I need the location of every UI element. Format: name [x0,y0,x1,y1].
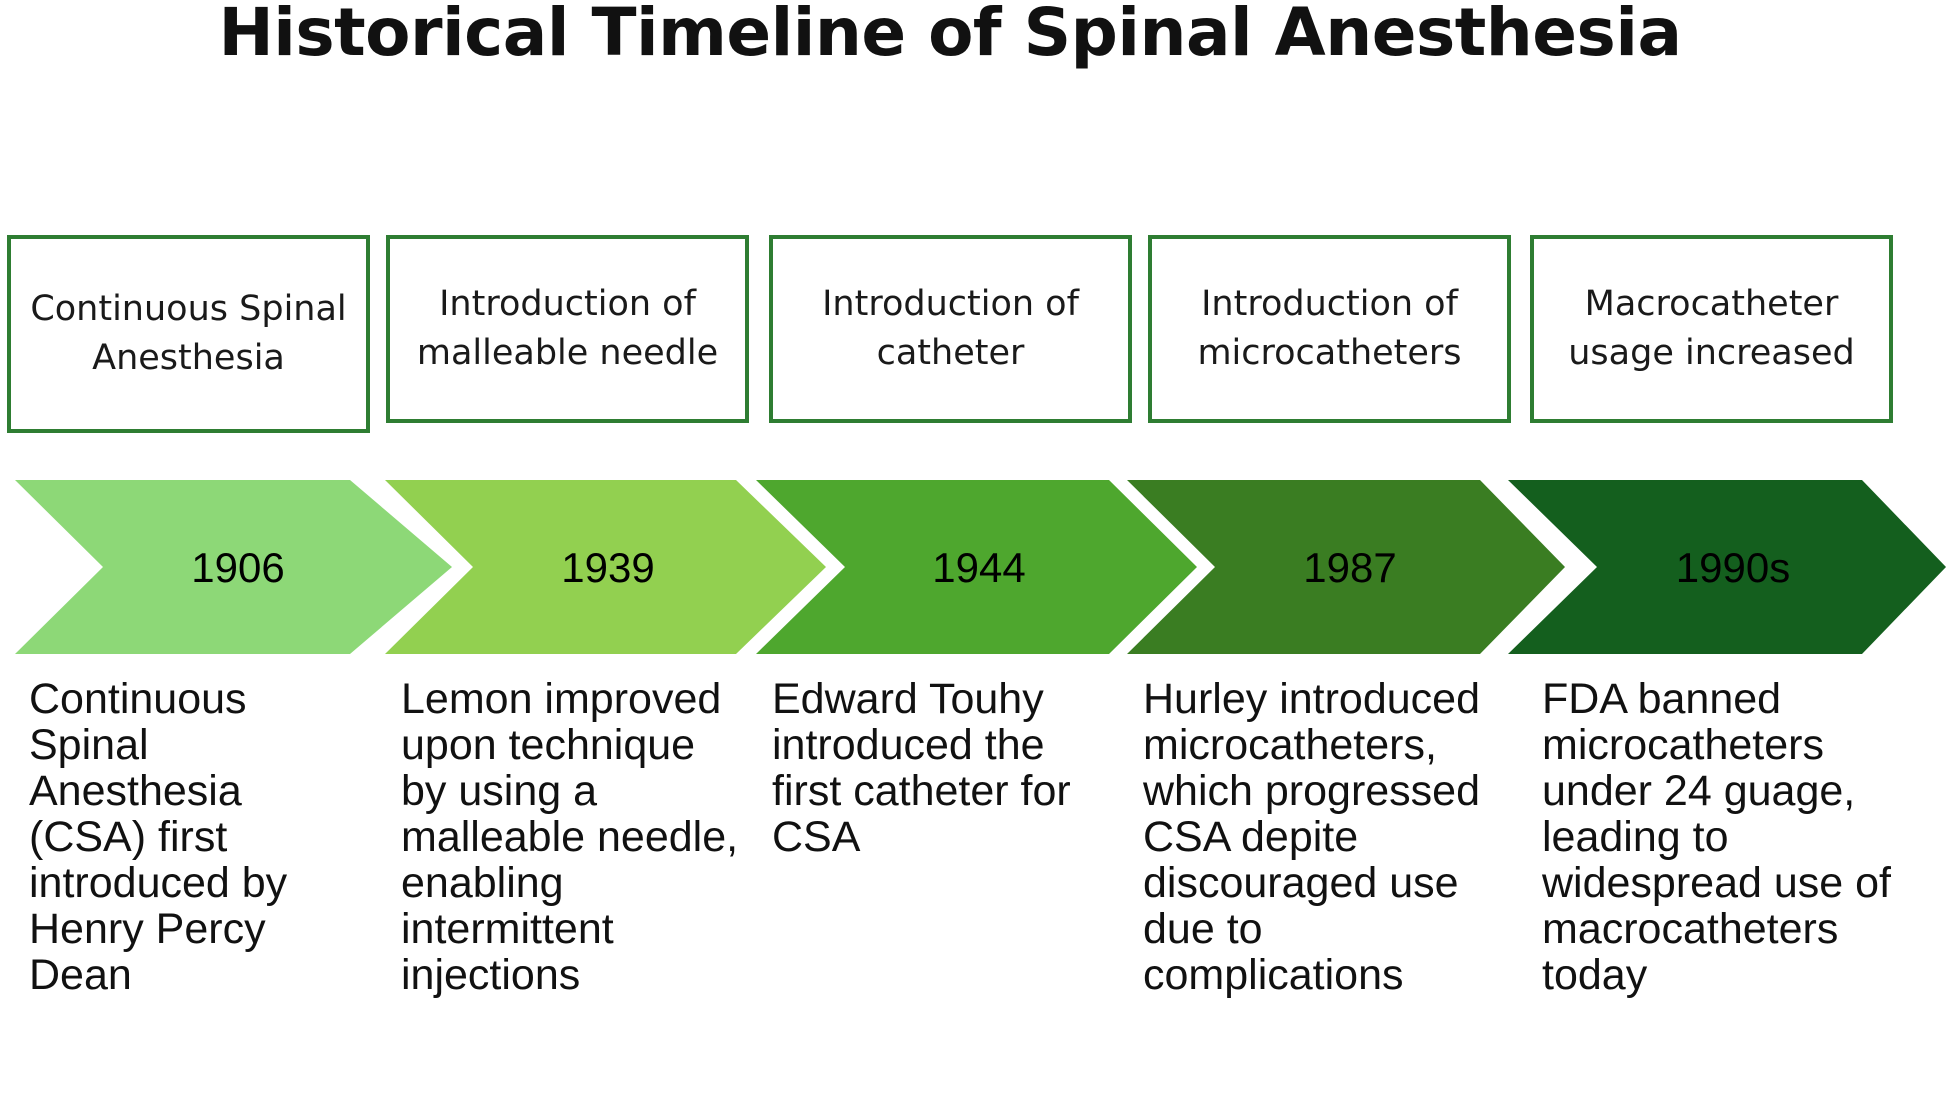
description-1906: Continuous Spinal Anesthesia (CSA) first… [29,675,288,999]
chevron-1944 [756,480,1197,654]
event-label: Macrocatheter usage increased [1568,284,1855,373]
event-box-1906: Continuous Spinal Anesthesia [7,235,370,433]
description-1990s: FDA banned microcatheters under 24 guage… [1542,675,1891,999]
event-box-1939: Introduction of malleable needle [386,235,749,423]
chevron-1990s [1508,480,1946,654]
event-label: Introduction of microcatheters [1197,284,1462,373]
year-label-1990s: 1990s [1676,544,1790,591]
event-box-1990s: Macrocatheter usage increased [1530,235,1893,423]
description-1939: Lemon improved upon technique by using a… [401,675,739,999]
description-1987: Hurley introduced microcatheters, which … [1143,675,1481,999]
timeline-arrows: 1906 1939 1944 1987 1990s [15,480,1946,654]
event-label: Introduction of malleable needle [416,284,719,373]
chevron-1939 [385,480,826,654]
chevron-1987 [1127,480,1565,654]
event-label: Introduction of catheter [822,284,1079,373]
year-label-1906: 1906 [191,544,284,591]
event-box-1987: Introduction of microcatheters [1148,235,1511,423]
year-label-1939: 1939 [561,544,654,591]
description-1944: Edward Touhy introduced the first cathet… [772,675,1071,861]
event-box-1944: Introduction of catheter [769,235,1132,423]
year-label-1944: 1944 [932,544,1025,591]
year-label-1987: 1987 [1303,544,1396,591]
chevron-1906 [15,480,452,654]
event-label: Continuous Spinal Anesthesia [30,289,347,378]
page-title: Historical Timeline of Spinal Anesthesia [218,0,1682,71]
